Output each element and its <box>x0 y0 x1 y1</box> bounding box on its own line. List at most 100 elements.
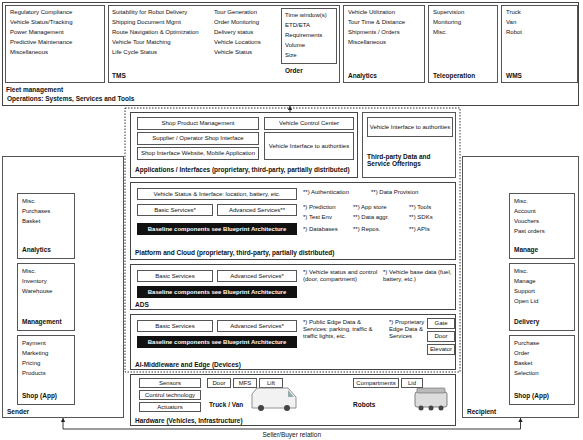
box-heading: Management <box>22 318 74 325</box>
box-heading: Analytics <box>22 246 74 253</box>
box-item: Support <box>514 288 574 295</box>
system-box: Vehicle UtilizationTour Time & DistanceS… <box>343 5 425 83</box>
component-box: MFS <box>233 378 257 388</box>
baseline-box: Baseline components see Blueprint Archit… <box>137 336 297 348</box>
dotted-frame <box>125 108 460 372</box>
box-item: Size <box>285 52 337 59</box>
service-box: Vehicle Status & Interface: location, ba… <box>137 188 297 200</box>
service-box: Vehicle Interface to authorities <box>367 117 453 137</box>
box-label: Actuators <box>157 404 182 411</box>
box-label: Supplier / Operator Shop Interface <box>152 135 243 142</box>
box-item: Requirements <box>285 32 337 39</box>
text-holder: Shop Interface Website, Mobile Applicati… <box>138 148 258 159</box>
box-item: Account <box>514 208 574 215</box>
box-label: Baseline components see Blueprint Archit… <box>148 339 286 346</box>
text-holder: Gate <box>428 319 454 328</box>
service-box: Advanced Services* <box>217 320 297 332</box>
robot-body <box>415 392 447 407</box>
box-label: Baseline components see Blueprint Archit… <box>148 226 286 233</box>
text-holder: Baseline components see Blueprint Archit… <box>138 287 296 297</box>
robot-wheel <box>419 406 424 411</box>
box-heading: Teleoperation <box>433 72 495 79</box>
actor-box: SenderMisc.PurchasesBasketAnalyticsMisc.… <box>2 156 124 418</box>
box-item: Predictive Maintenance <box>10 39 104 46</box>
component-box: Compartments <box>353 378 399 388</box>
text-holder: Vehicle Status & Interface: location, ba… <box>138 189 296 199</box>
box-item: **) Repos. <box>353 226 409 233</box>
robot-wheel <box>439 406 444 411</box>
box-label: Elevator <box>430 346 452 353</box>
device-box: Door <box>427 331 455 342</box>
text-holder: Basic Services <box>138 271 212 281</box>
connector-label: Seller/Buyer relation <box>262 431 321 438</box>
box-item: Robot <box>506 29 576 36</box>
box-heading: Fleet management <box>6 86 106 93</box>
layer-band: Hardware (Vehicles, Infrastructure)Truck… <box>130 374 456 426</box>
service-box: Vehicle Interface to authorities <box>264 132 354 160</box>
box-item: Regulatory Compliance <box>10 9 104 16</box>
box-item: Vouchers <box>514 218 574 225</box>
box-item: Purchases <box>22 208 74 215</box>
box-item: Warehouse <box>22 288 74 295</box>
offering-box: Third-party Data and Service Offerings Ve… <box>362 112 456 178</box>
text-holder: Shop Product Management <box>138 118 258 129</box>
van-wheel <box>258 405 264 411</box>
system-box: TruckVanRobotWMS <box>501 5 578 83</box>
box-label: Door <box>212 380 225 387</box>
box-item: *) Test Env <box>303 214 353 221</box>
box-item: Products <box>22 370 74 377</box>
box-item: Vehicle Status <box>214 49 278 56</box>
box-item: Marketing <box>22 350 74 357</box>
box-heading: Platform and Cloud (proprietary, third-p… <box>135 249 435 256</box>
box-item: Shipments / Orders <box>348 29 424 36</box>
text-holder: Vehicle Interface to authorities <box>368 118 452 136</box>
van-wheel <box>284 405 290 411</box>
component-box: Door <box>207 378 231 388</box>
service-box: Basic Services <box>137 270 213 282</box>
text-holder: Advanced Services* <box>218 271 296 281</box>
box-item: Time window(s) <box>285 12 337 19</box>
box-item: *) Databases <box>303 226 353 233</box>
robot-lid <box>417 388 445 393</box>
box-label: Door <box>434 333 447 340</box>
robot-drawing <box>415 388 447 411</box>
operations-band: Operations: Systems, Services and Tools R… <box>2 2 579 106</box>
box-heading: TMS <box>112 72 172 79</box>
box-item: Past orders <box>514 228 574 235</box>
box-item: **) Data aggr. <box>353 214 409 221</box>
text-holder: Basic Services* <box>138 205 212 215</box>
function-box: Misc.ManageSupportOpen LidDelivery <box>509 263 575 331</box>
box-heading: Analytics <box>348 72 422 79</box>
box-label: Shop Interface Website, Mobile Applicati… <box>141 150 255 157</box>
function-box: Misc.AccountVouchersPast ordersManage <box>509 193 575 259</box>
box-heading: ADS <box>135 301 235 308</box>
box-heading: Shop (App) <box>514 392 574 399</box>
text-holder: Control technology <box>140 391 200 399</box>
box-heading: Operations: Systems, Services and Tools <box>7 95 307 102</box>
system-box: SupervisionMonitoringMisc.Teleoperation <box>428 5 498 83</box>
system-box: Regulatory ComplianceVehicle Status/Trac… <box>5 5 105 83</box>
box-heading: WMS <box>506 72 576 79</box>
arrow-head <box>288 106 292 110</box>
layer-band: ADS*) Vehicle status and control (door, … <box>130 264 456 310</box>
function-box: Misc.PurchasesBasketAnalytics <box>17 193 75 259</box>
box-heading: Third-party Data and Service Offerings <box>367 153 453 167</box>
text-holder: Supplier / Operator Shop Interface <box>138 133 258 144</box>
box-item: Misc. <box>22 198 74 205</box>
function-box: Misc.InventoryWarehouseManagement <box>17 263 75 331</box>
order-box: Time window(s)ETD/ETARequirementsVolumeS… <box>281 8 337 64</box>
box-item: Miscellaneous <box>348 39 424 46</box>
text-holder: Basic Services <box>138 321 212 331</box>
box-label: Baseline components see Blueprint Archit… <box>148 289 286 296</box>
service-box: Vehicle Control Center <box>264 117 354 130</box>
van-window <box>288 390 294 397</box>
box-label: Advanced Services* <box>230 273 284 280</box>
box-item: Miscellaneous <box>10 49 104 56</box>
box-heading: Robots <box>353 401 393 408</box>
component-box: Sensors <box>139 378 201 388</box>
box-item: Route Navigation & Optimization <box>112 29 212 36</box>
box-label: Vehicle Interface to authorities <box>269 143 349 150</box>
box-item: ETD/ETA <box>285 22 337 29</box>
arrow-head <box>61 418 65 422</box>
text-holder: Baseline components see Blueprint Archit… <box>138 337 296 347</box>
